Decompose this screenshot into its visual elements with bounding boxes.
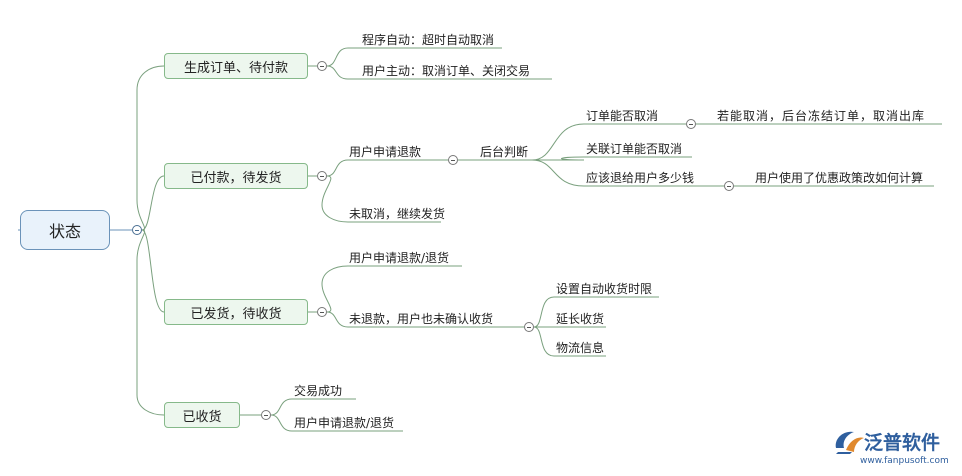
topic-auto-cancel[interactable]: 程序自动：超时自动取消 (362, 33, 495, 47)
topic-discount-calculation[interactable]: 用户使用了优惠政策改如何计算 (755, 171, 924, 185)
brand-watermark: 泛普软件 www.fanpusoft.com (830, 424, 956, 470)
collapse-toggle[interactable] (724, 181, 734, 191)
collapse-toggle[interactable] (317, 61, 327, 71)
collapse-toggle[interactable] (448, 155, 458, 165)
collapse-toggle[interactable] (524, 322, 534, 332)
topic-logistics-info[interactable]: 物流信息 (556, 341, 605, 355)
topic-user-cancel[interactable]: 用户主动：取消订单、关闭交易 (362, 64, 531, 78)
topic-continue-shipping[interactable]: 未取消，继续发货 (349, 207, 446, 221)
status-node-pending-payment[interactable]: 生成订单、待付款 (164, 53, 308, 79)
topic-refund-request[interactable]: 用户申请退款 (349, 145, 422, 159)
topic-refund-amount[interactable]: 应该退给用户多少钱 (586, 171, 695, 185)
brand-logo-icon (835, 431, 864, 454)
collapse-toggle[interactable] (317, 307, 327, 317)
collapse-toggle[interactable] (686, 119, 696, 129)
collapse-toggle[interactable] (317, 171, 327, 181)
brand-name: 泛普软件 (864, 432, 941, 454)
topic-order-cancellable[interactable]: 订单能否取消 (586, 109, 659, 123)
topic-backend-review[interactable]: 后台判断 (480, 145, 529, 159)
topic-trade-success[interactable]: 交易成功 (294, 384, 343, 398)
topic-not-refunded-not-confirmed[interactable]: 未退款，用户也未确认收货 (349, 312, 494, 326)
status-node-received[interactable]: 已收货 (164, 402, 240, 428)
status-node-label: 已发货，待收货 (190, 306, 282, 322)
topic-refund-return-request-after-receipt[interactable]: 用户申请退款/退货 (294, 416, 395, 430)
status-node-shipped-awaiting-receipt[interactable]: 已发货，待收货 (164, 299, 308, 325)
status-node-label: 已付款，待发货 (190, 170, 282, 186)
brand-url: www.fanpusoft.com (860, 456, 949, 466)
root-collapse-toggle[interactable] (132, 225, 142, 235)
topic-refund-return-request[interactable]: 用户申请退款/退货 (349, 251, 450, 265)
status-node-label: 已收货 (182, 409, 222, 425)
topic-auto-receipt-limit[interactable]: 设置自动收货时限 (556, 282, 653, 296)
topic-freeze-order[interactable]: 若能取消，后台冻结订单，取消出库 (717, 109, 926, 123)
topic-extend-receipt[interactable]: 延长收货 (556, 312, 605, 326)
root-node-label: 状态 (48, 222, 81, 241)
status-node-label: 生成订单、待付款 (183, 60, 288, 76)
root-node[interactable]: 状态 (20, 210, 110, 250)
collapse-toggle[interactable] (261, 410, 271, 420)
status-node-paid-awaiting-shipment[interactable]: 已付款，待发货 (164, 163, 308, 189)
topic-linked-order-cancellable[interactable]: 关联订单能否取消 (586, 142, 683, 156)
